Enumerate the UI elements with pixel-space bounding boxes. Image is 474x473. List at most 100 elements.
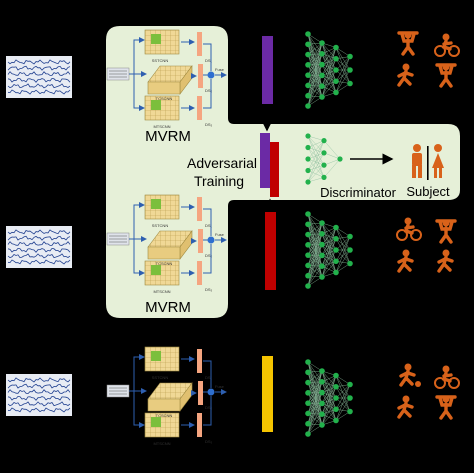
nn-connection (336, 228, 350, 264)
ball (415, 381, 421, 387)
activity-icons-middle (397, 218, 455, 272)
discriminator-label: Discriminator (320, 185, 397, 200)
branch-arrow-top (129, 357, 144, 391)
nn-node (333, 406, 339, 412)
ds3-caption: DS₃ (205, 122, 213, 127)
nn-node (305, 283, 311, 289)
weightlifting-icon (437, 64, 455, 87)
nn-node (319, 390, 325, 396)
cube-front (148, 247, 180, 259)
nn-node (305, 400, 311, 406)
running-icon (399, 64, 412, 86)
nn-node (347, 409, 353, 415)
nn-node (319, 368, 325, 374)
ds3-bar (197, 413, 202, 437)
running-icon (399, 396, 412, 418)
jumping-icon (439, 250, 452, 272)
grid-block (145, 347, 179, 371)
nn-node (319, 73, 325, 79)
eeg-signal-middle (6, 226, 72, 268)
nn-node (305, 156, 310, 161)
nn-node (319, 242, 325, 248)
cycling-icon (435, 34, 459, 57)
nn-node (305, 133, 310, 138)
nn-node (305, 145, 310, 150)
nn-node (333, 78, 339, 84)
fuse-node (208, 72, 215, 79)
figure-body (444, 41, 451, 49)
nn-node (319, 263, 325, 269)
nn-node (305, 273, 311, 279)
nn-node (321, 163, 326, 168)
activity-icons-top (399, 32, 459, 87)
nn-node (305, 41, 311, 47)
ds3-caption: DS₃ (205, 287, 213, 292)
nn-node (319, 94, 325, 100)
ds3-bar (197, 261, 202, 285)
nn-node (319, 401, 325, 407)
running-icon (399, 250, 412, 272)
figure-body (406, 225, 413, 233)
nn-node (319, 51, 325, 57)
figure-body (399, 403, 412, 417)
mvrm-label-top: MVRM (145, 128, 191, 145)
classifier-network-middle (305, 211, 353, 289)
nn-node (305, 431, 311, 437)
fuse-line-bottom (203, 396, 211, 425)
nn-node (319, 62, 325, 68)
adversarial-label-line2: Training (194, 173, 244, 189)
nn-node (319, 220, 325, 226)
grid-block (145, 195, 179, 219)
nn-node (321, 150, 326, 155)
nn-node (305, 52, 311, 58)
nn-node (305, 103, 311, 109)
nn-node (321, 175, 326, 180)
nn-node (347, 67, 353, 73)
ball-kicking-icon (401, 364, 421, 388)
tcscnn-cube (148, 383, 192, 411)
nn-node (305, 369, 311, 375)
ds3-caption: DS₃ (205, 439, 213, 444)
nn-node (305, 232, 311, 238)
nn-node (305, 221, 311, 227)
nn-node (333, 258, 339, 264)
cycling-icon (435, 366, 459, 389)
mvrm-label-bottom: MVRM (145, 299, 191, 316)
nn-node (305, 211, 311, 217)
nn-node (347, 81, 353, 87)
sstcnn-caption: SSTCNN (152, 375, 169, 380)
nn-node (319, 253, 325, 259)
fuse-caption: Fuse (215, 67, 225, 72)
sstcnn-block (145, 347, 179, 371)
nn-connection (336, 385, 350, 421)
nn-node (305, 359, 311, 365)
nn-node (333, 236, 339, 242)
nn-node (305, 252, 311, 258)
nn-connection (336, 48, 350, 84)
nn-node (319, 379, 325, 385)
feature-bar-red-middle (265, 212, 276, 290)
nn-node (347, 234, 353, 240)
fuse-node (208, 237, 215, 244)
nn-node (333, 270, 339, 276)
sstcnn-caption: SSTCNN (152, 58, 169, 63)
fuse-caption: Fuse (215, 384, 225, 389)
ds1-bar (197, 349, 202, 373)
nn-node (305, 72, 311, 78)
nn-node (319, 274, 325, 280)
grid-block (145, 30, 179, 54)
nn-node (319, 411, 325, 417)
nn-node (305, 179, 310, 184)
ds2-bar (198, 229, 203, 253)
figure-body (399, 257, 412, 271)
figure-body (401, 371, 414, 385)
highlight-cell (151, 199, 161, 209)
nn-connection (336, 237, 350, 273)
nn-node (333, 247, 339, 253)
fuse-node (208, 389, 215, 396)
subject-label: Subject (406, 184, 450, 199)
nn-node (305, 411, 311, 417)
nn-node (319, 231, 325, 237)
